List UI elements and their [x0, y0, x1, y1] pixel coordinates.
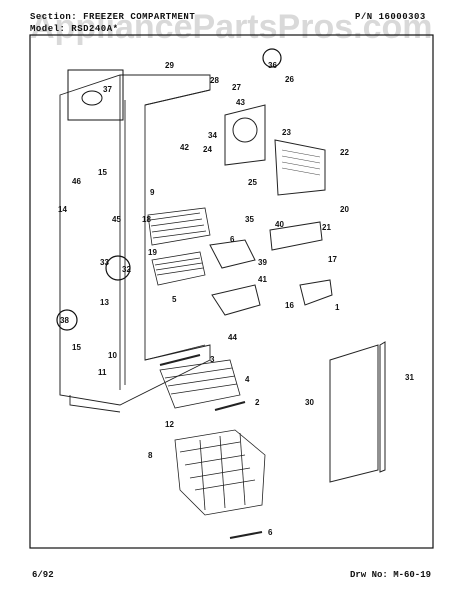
callout-28: 28 — [210, 76, 219, 85]
callout-34: 34 — [208, 131, 217, 140]
callout-3: 3 — [210, 355, 215, 364]
shelf-rail — [214, 401, 246, 411]
callout-22: 22 — [340, 148, 349, 157]
section-title: Section: FREEZER COMPARTMENT — [30, 12, 196, 22]
callout-14: 14 — [58, 205, 67, 214]
callout-46: 46 — [72, 177, 81, 186]
callout-20: 20 — [340, 205, 349, 214]
footer-drawing-number: Drw No: M-60-19 — [350, 570, 432, 580]
callout-6a: 6 — [230, 235, 235, 244]
inset-box-light — [67, 69, 124, 121]
model-number: Model: RSD240A* — [30, 24, 119, 34]
callout-39: 39 — [258, 258, 267, 267]
fan-motor — [232, 117, 258, 143]
inset-circle-38 — [56, 309, 78, 331]
callout-26: 26 — [285, 75, 294, 84]
callout-37: 37 — [103, 85, 112, 94]
callout-38: 38 — [60, 316, 69, 325]
callout-18: 18 — [142, 215, 151, 224]
basket-rail — [229, 531, 263, 539]
callout-44: 44 — [228, 333, 237, 342]
callout-9: 9 — [150, 188, 155, 197]
callout-41: 41 — [258, 275, 267, 284]
callout-8: 8 — [148, 451, 153, 460]
callout-27: 27 — [232, 83, 241, 92]
callout-35: 35 — [245, 215, 254, 224]
callout-2: 2 — [255, 398, 260, 407]
callout-24: 24 — [203, 145, 212, 154]
callout-10: 10 — [108, 351, 117, 360]
callout-32: 32 — [122, 265, 131, 274]
callout-45: 45 — [112, 215, 121, 224]
callout-15a: 15 — [98, 168, 107, 177]
fan-bracket — [224, 104, 266, 166]
back-panel — [329, 344, 379, 483]
freezer-basket — [174, 429, 266, 516]
callout-5: 5 — [172, 295, 177, 304]
cabinet-outline — [59, 74, 211, 413]
ice-maker-bracket — [269, 221, 323, 251]
callout-13: 13 — [100, 298, 109, 307]
callout-19: 19 — [148, 248, 157, 257]
callout-30: 30 — [305, 398, 314, 407]
light-socket-shape — [81, 90, 103, 106]
callout-15b: 15 — [72, 343, 81, 352]
callout-17: 17 — [328, 255, 337, 264]
deflector — [299, 279, 333, 306]
callout-labels: 1 2 3 4 5 6 6 8 9 10 11 12 13 14 15 15 1… — [58, 61, 414, 537]
callout-4: 4 — [245, 375, 250, 384]
callout-29: 29 — [165, 61, 174, 70]
callout-40: 40 — [275, 220, 284, 229]
callout-6b: 6 — [268, 528, 273, 537]
callout-42: 42 — [180, 143, 189, 152]
callout-36: 36 — [268, 61, 277, 70]
callout-1: 1 — [335, 303, 340, 312]
inset-circle-36 — [262, 48, 282, 68]
ice-tray — [209, 239, 256, 269]
callout-16: 16 — [285, 301, 294, 310]
part-number: P/N 16000303 — [355, 12, 426, 22]
ice-bin — [211, 284, 261, 316]
evaporator-cover — [274, 139, 326, 196]
wire-shelves — [147, 207, 241, 409]
callout-11: 11 — [98, 368, 107, 377]
callout-25: 25 — [248, 178, 257, 187]
callout-23: 23 — [282, 128, 291, 137]
trim-strip — [379, 341, 386, 473]
inset-circle-33 — [105, 255, 131, 281]
callout-21: 21 — [322, 223, 331, 232]
watermark: AppliancePartsPros.com — [30, 8, 433, 46]
callout-31: 31 — [405, 373, 414, 382]
footer-date: 6/92 — [32, 570, 54, 580]
callout-12: 12 — [165, 420, 174, 429]
diagram-frame — [29, 34, 434, 549]
callout-43: 43 — [236, 98, 245, 107]
callout-33: 33 — [100, 258, 109, 267]
shelf-support — [159, 354, 201, 366]
